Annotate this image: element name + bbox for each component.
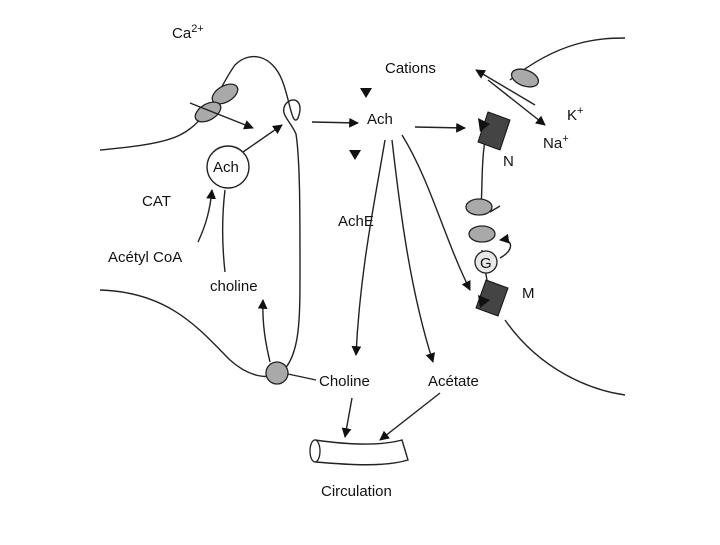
- g-protein: [474, 250, 498, 274]
- choline-uptake-arrow: [257, 299, 271, 363]
- acetyl-coa-label: Acétyl CoA: [108, 249, 182, 266]
- vesicle-release-arrow: [242, 124, 283, 153]
- ach-vesicle: [206, 145, 250, 189]
- ach-molecule-2: [349, 150, 361, 160]
- ach-to-nicotinic-arrow: [414, 122, 466, 133]
- ache-label: AchE: [338, 213, 374, 230]
- calcium-label: Ca2+: [172, 23, 204, 42]
- ach-to-acetate-arrow: [391, 139, 435, 363]
- acetate-to-circulation-arrow: [379, 392, 441, 441]
- g-protein-label: G: [480, 255, 492, 272]
- choline-transporter: [265, 361, 289, 385]
- nicotinic-binding-1: [478, 118, 490, 132]
- ach-to-muscarinic-arrow: [401, 134, 471, 291]
- cation-efflux-arrow: [475, 69, 536, 106]
- choline-recycle-line: [287, 373, 317, 381]
- circulation-label: Circulation: [321, 483, 392, 500]
- postsynaptic-membrane-4: [504, 319, 626, 396]
- release-to-cleft-arrow: [311, 117, 359, 128]
- nicotinic-label: N: [503, 153, 514, 170]
- calcium-channel-top: [211, 83, 239, 105]
- ach-molecule-1: [360, 88, 372, 98]
- choline-to-ach-arrow: [222, 189, 226, 273]
- cation-influx-arrow: [487, 79, 546, 126]
- nicotinic-receptor: [477, 111, 511, 151]
- blood-vessel-end: [309, 439, 321, 463]
- ach-vesicle-label: Ach: [213, 159, 239, 176]
- ach-to-choline-arrow: [351, 139, 386, 356]
- cat-label: CAT: [142, 193, 171, 210]
- ach-cleft-label: Ach: [367, 111, 393, 128]
- g-protein-activation-arrow: [499, 233, 512, 259]
- g-protein-tail: [489, 205, 501, 213]
- acetate-label: Acétate: [428, 373, 479, 390]
- sodium-label: Na+: [543, 133, 569, 152]
- g-protein-subunit-2: [468, 225, 496, 243]
- muscarinic-binding: [478, 295, 490, 308]
- choline-to-circulation-arrow: [341, 397, 353, 438]
- choline-label: Choline: [319, 373, 370, 390]
- calcium-arrow: [189, 102, 254, 130]
- potassium-label: K+: [567, 105, 583, 124]
- g-protein-subunit-1: [465, 198, 493, 216]
- presynaptic-membrane: [99, 55, 301, 378]
- blood-vessel: [314, 439, 409, 466]
- cation-channel: [510, 68, 540, 88]
- cations-label: Cations: [385, 60, 436, 77]
- postsynaptic-membrane: [509, 37, 626, 81]
- acetylcoa-to-ach-arrow: [197, 189, 216, 243]
- muscarinic-label: M: [522, 285, 535, 302]
- choline-small-label: choline: [210, 278, 258, 295]
